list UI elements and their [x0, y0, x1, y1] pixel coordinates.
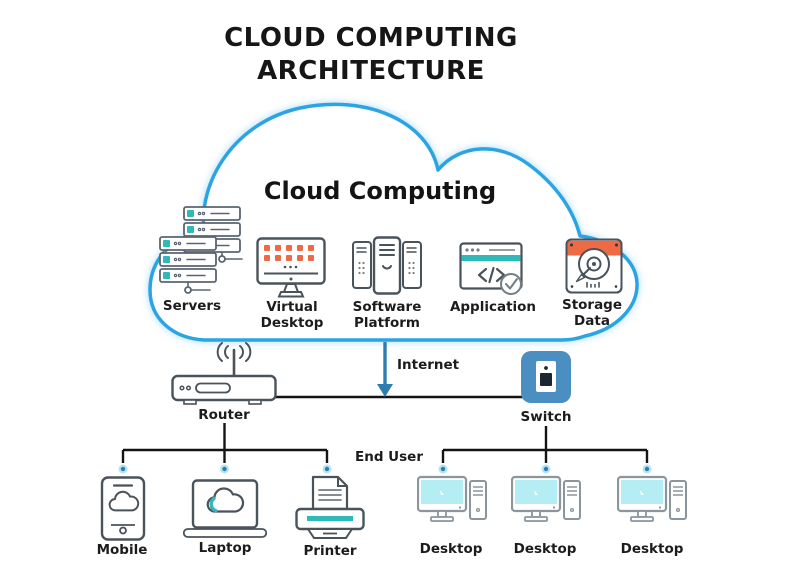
connector-dot — [322, 464, 332, 474]
connector-dots — [118, 464, 652, 474]
switch-branch-lines — [441, 426, 649, 463]
laptop-icon — [182, 479, 268, 543]
switch-icon — [521, 351, 571, 407]
desktop-icon — [416, 475, 487, 535]
device-label-mobile: Mobile — [96, 542, 148, 558]
router-icon — [171, 342, 277, 410]
connector-dot — [541, 464, 551, 474]
application-icon — [459, 242, 531, 306]
device-label-desktop-2: Desktop — [513, 541, 577, 557]
service-label-servers: Servers — [162, 298, 222, 314]
service-label-software-platform: Software Platform — [352, 299, 422, 331]
page-title-line2: ARCHITECTURE — [257, 56, 485, 86]
connector-dot — [642, 464, 652, 474]
mobile-icon — [99, 476, 147, 546]
servers-icon — [158, 206, 246, 302]
software-platform-icon — [351, 236, 423, 300]
router-label: Router — [198, 407, 250, 423]
connector-dot — [118, 464, 128, 474]
page-title-line1: CLOUD COMPUTING — [224, 23, 518, 53]
service-label-storage-data: Storage Data — [561, 297, 623, 329]
cloud-heading: Cloud Computing — [263, 177, 497, 205]
storage-data-icon — [565, 238, 623, 300]
page-title: CLOUD COMPUTING ARCHITECTURE — [51, 22, 691, 88]
virtual-desktop-icon — [256, 237, 326, 303]
service-label-application: Application — [449, 299, 537, 315]
router-branch-lines — [121, 423, 329, 463]
internet-arrow-icon — [377, 342, 393, 397]
device-label-desktop-1: Desktop — [419, 541, 483, 557]
device-label-printer: Printer — [303, 543, 357, 559]
switch-label: Switch — [520, 409, 572, 425]
device-label-laptop: Laptop — [198, 540, 252, 556]
service-label-virtual-desktop: Virtual Desktop — [260, 299, 324, 331]
end-user-label: End User — [354, 449, 423, 465]
desktop-icon — [510, 475, 581, 535]
printer-icon — [295, 475, 365, 545]
internet-label: Internet — [397, 357, 460, 373]
connector-dot — [438, 464, 448, 474]
desktop-icon — [616, 475, 687, 535]
connector-dot — [220, 464, 229, 474]
device-label-desktop-3: Desktop — [620, 541, 684, 557]
